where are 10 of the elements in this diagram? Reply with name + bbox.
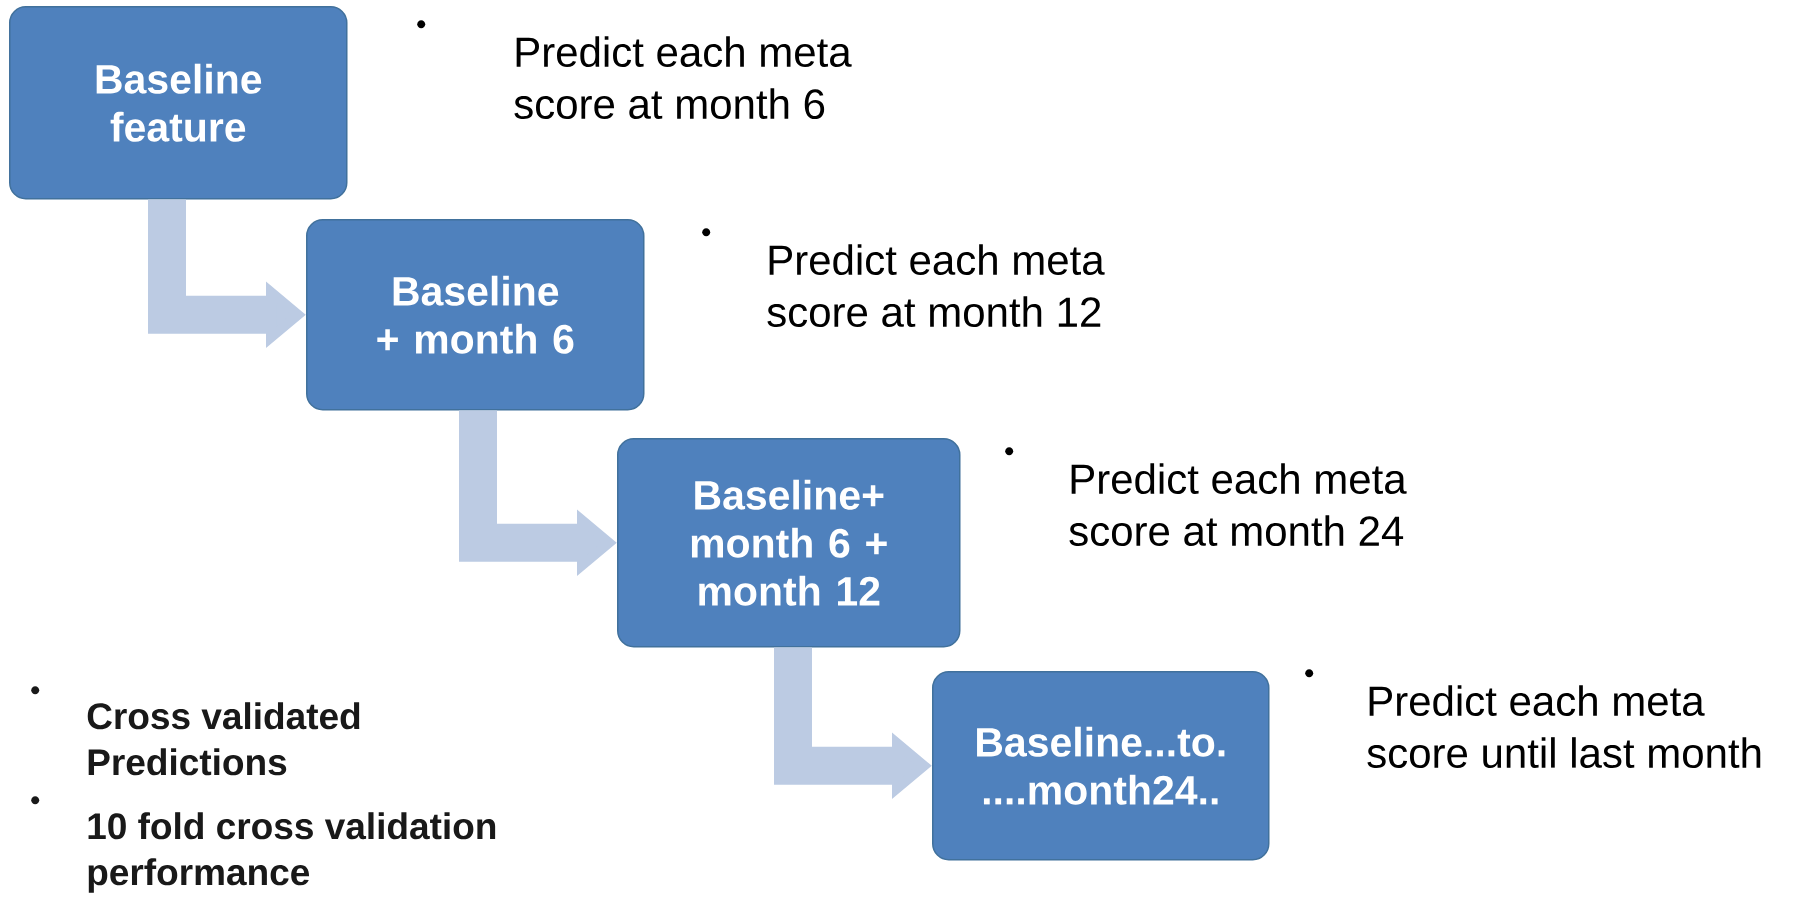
process-box: Baseline+ month 6 + month 12: [617, 438, 961, 648]
bullet-item: Predict each meta score at month 6: [417, 20, 852, 120]
process-box: Baseline...to. ....month24..: [932, 671, 1270, 861]
bullet-item: Predict each meta score at month 24: [1005, 447, 1407, 547]
bullet-item: Cross validated Predictions: [31, 686, 360, 776]
bullet-item: 10 fold cross validation performance: [31, 796, 496, 893]
bullet-item: Predict each meta score until last month: [1305, 669, 1761, 769]
bullet-item: Predict each meta score at month 12: [702, 228, 1105, 328]
process-box: Baseline + month 6: [306, 219, 645, 411]
process-box: Baseline feature: [9, 6, 348, 200]
